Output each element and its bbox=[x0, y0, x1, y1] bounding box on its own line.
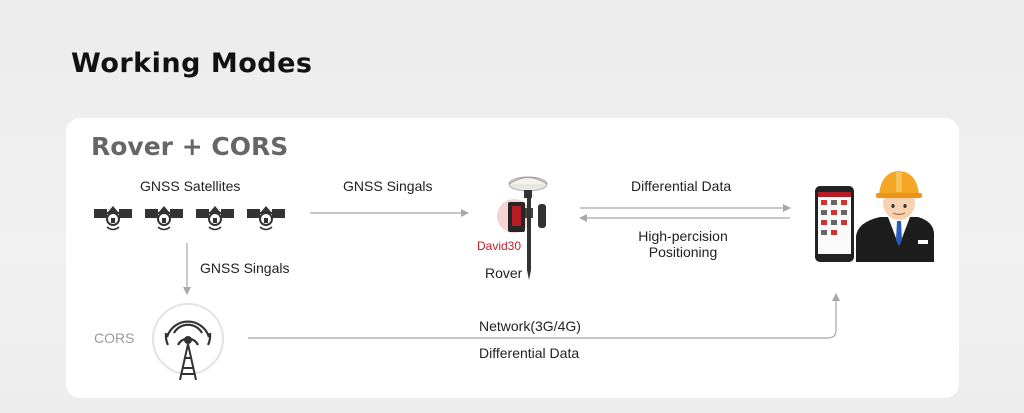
satellite-icon bbox=[144, 205, 184, 231]
smartphone-icon bbox=[815, 186, 854, 262]
high-precision-line2: Positioning bbox=[648, 244, 718, 260]
gnss-receiver-icon bbox=[497, 176, 548, 280]
satellite-icon bbox=[195, 205, 235, 231]
rover-label: Rover bbox=[485, 265, 523, 281]
differential-data-bottom-label: Differential Data bbox=[479, 345, 580, 361]
satellite-icon bbox=[93, 205, 133, 231]
satellite-icon bbox=[246, 205, 286, 231]
gnss-satellites-label: GNSS Satellites bbox=[140, 178, 241, 194]
engineer-icon bbox=[856, 171, 935, 262]
radio-tower-icon bbox=[152, 303, 224, 381]
high-precision-label: High-percision Positioning bbox=[618, 228, 748, 260]
gnss-signals-top-label: GNSS Singals bbox=[343, 178, 433, 194]
differential-data-top-label: Differential Data bbox=[631, 178, 732, 194]
network-label: Network(3G/4G) bbox=[479, 318, 581, 334]
mode-card bbox=[66, 118, 959, 398]
mode-title: Rover + CORS bbox=[91, 132, 289, 161]
cors-to-controller-arrow bbox=[248, 293, 840, 339]
cors-label: CORS bbox=[94, 330, 135, 346]
gnss-signals-side-label: GNSS Singals bbox=[200, 260, 290, 276]
high-precision-line1: High-percision bbox=[638, 228, 728, 244]
device-brand-label: David30 bbox=[477, 239, 522, 253]
page-title: Working Modes bbox=[71, 48, 313, 79]
